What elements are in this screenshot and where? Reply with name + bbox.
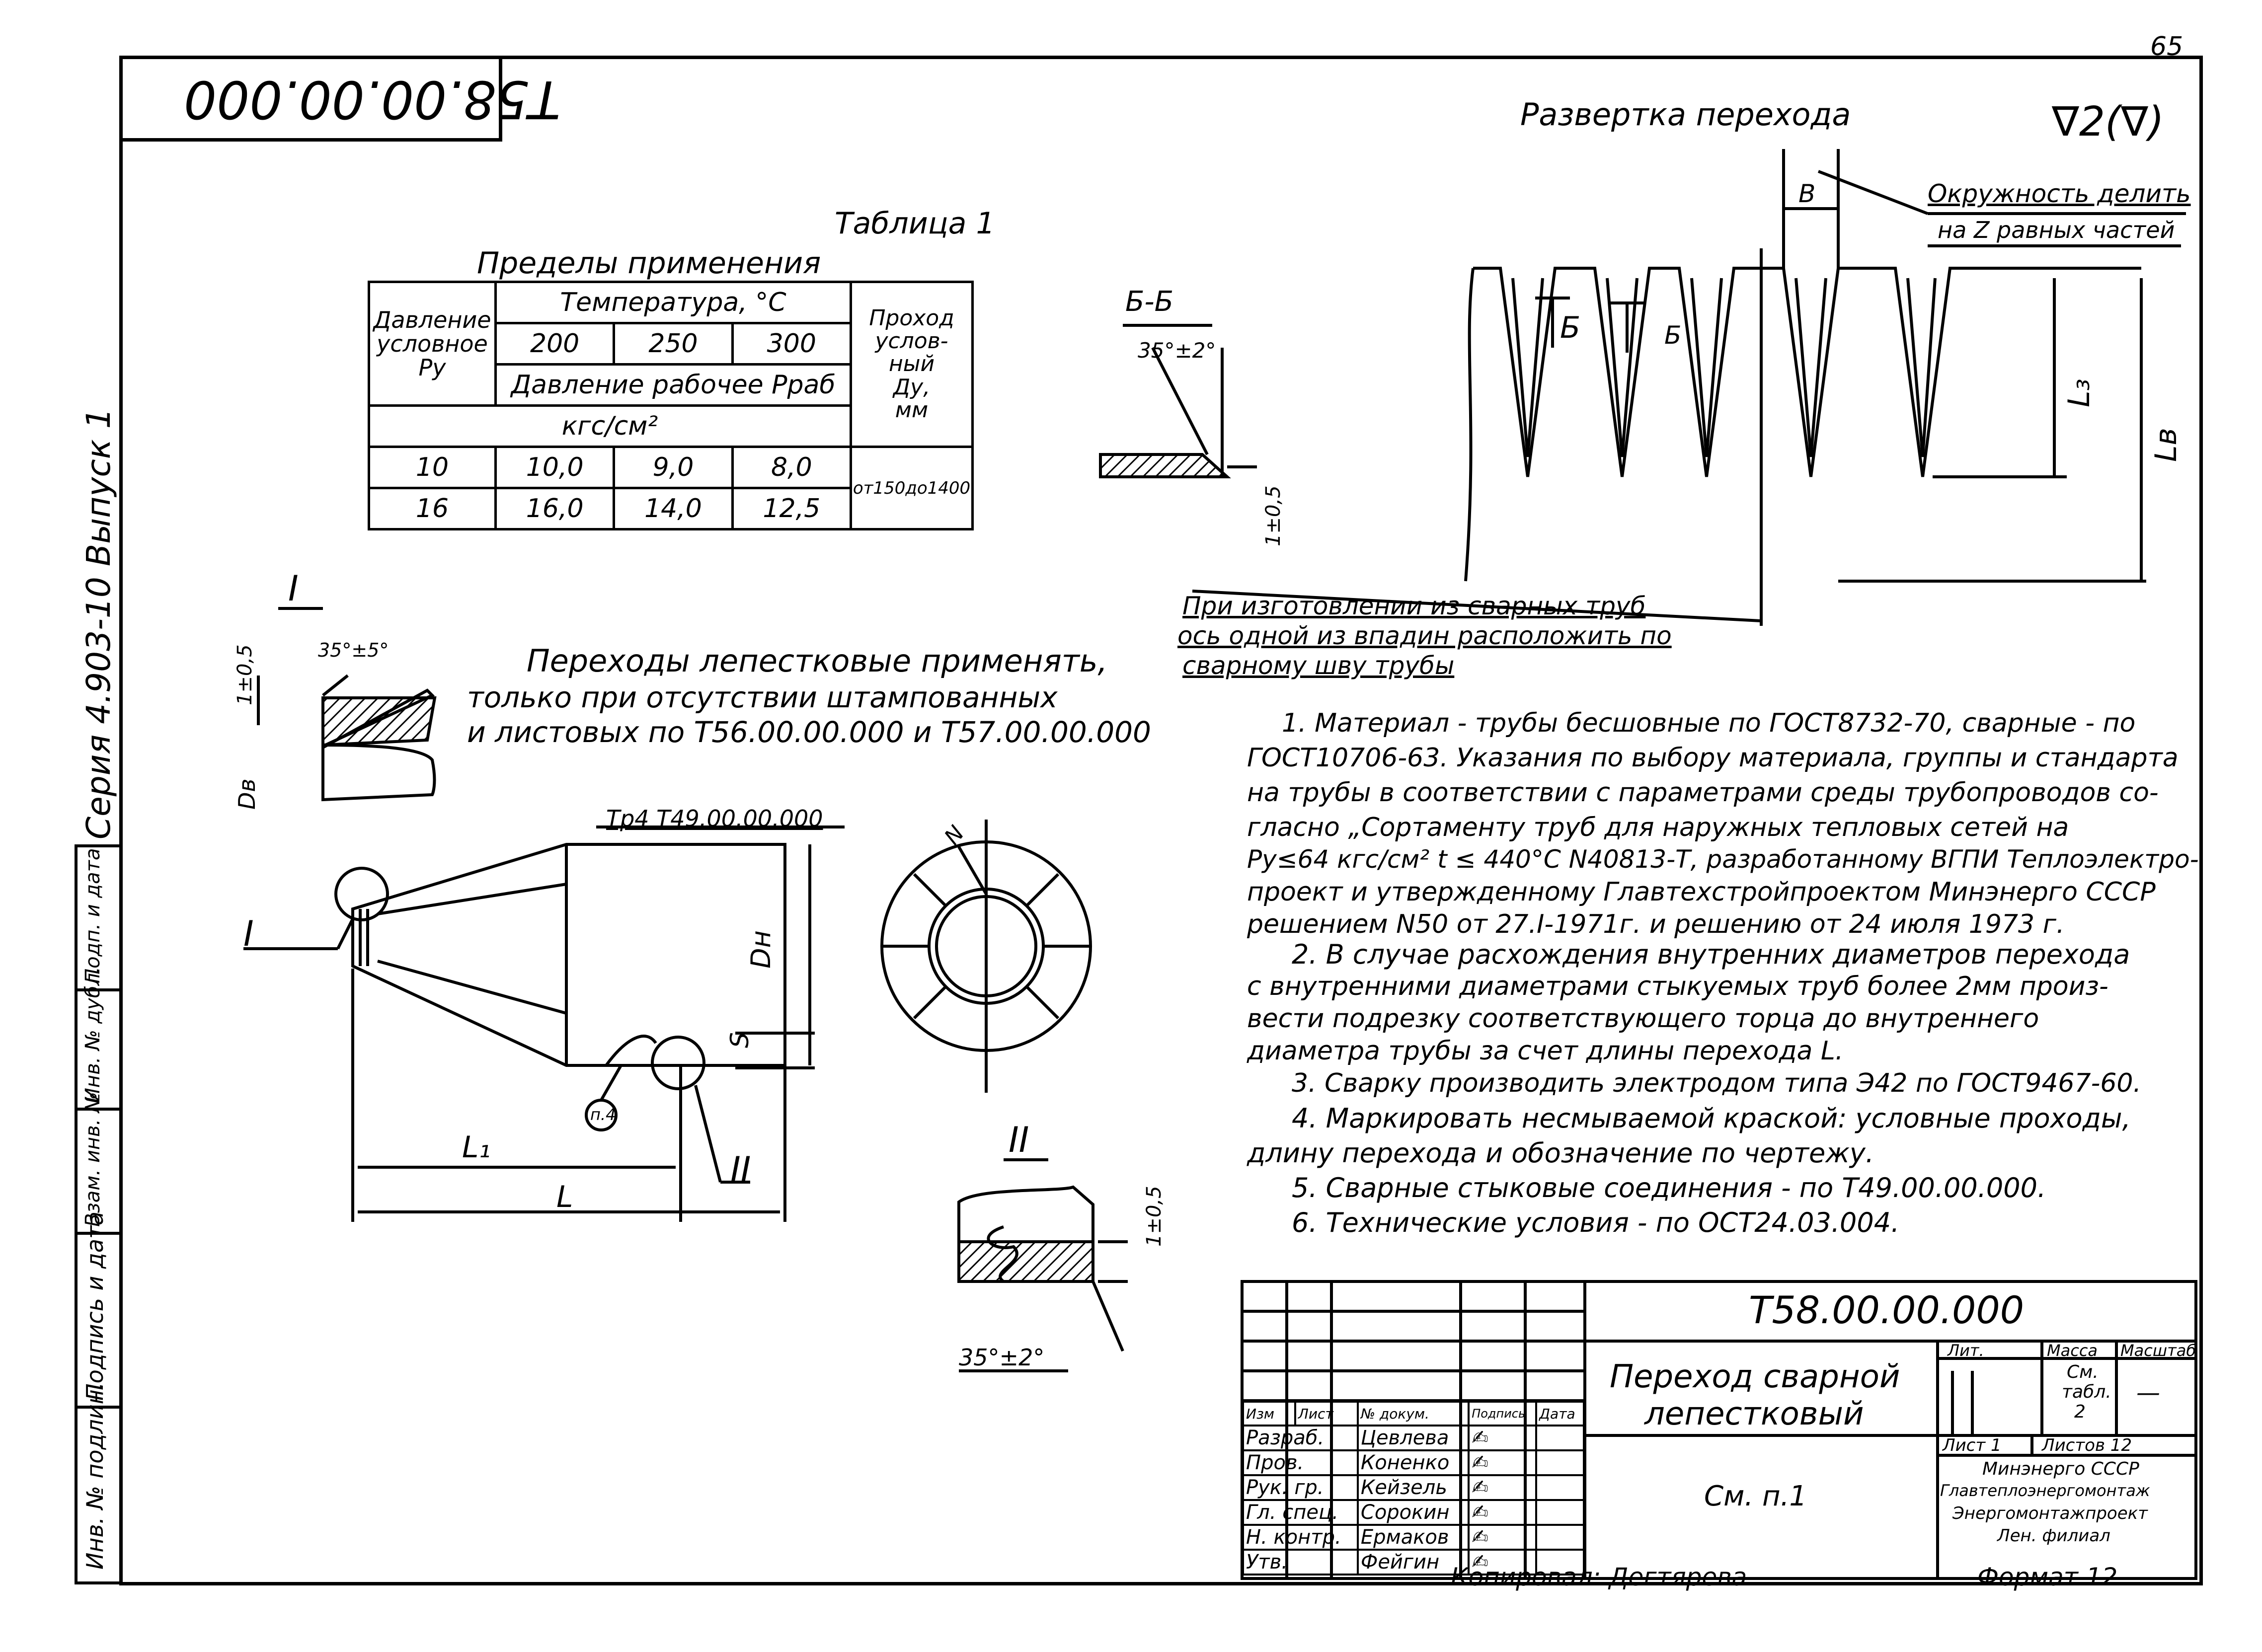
title-block-lit: Лит. [1948, 1341, 1984, 1360]
signature-mark: ✍ [1468, 1524, 1538, 1551]
dev-mark-1: Б [1560, 310, 1580, 345]
usage-note-line-2: только при отсутствии штампованных [467, 680, 1058, 714]
signature-mark: ✍ [1468, 1425, 1538, 1451]
title-block-scale-val: — [2136, 1379, 2160, 1407]
note-line: Ру≤64 кгс/см² t ≤ 440°C N40813-Т, разраб… [1247, 845, 2199, 874]
signature-table: Изм Лист № докум. Подпись Дата Разраб.Це… [1242, 1401, 1585, 1576]
title-block-name-1: Переход сварной [1610, 1358, 1900, 1395]
note-line: 6. Технические условия - по ОСТ24.03.004… [1292, 1207, 1900, 1238]
pass-range: от150до1400 [850, 446, 974, 530]
note-line: диаметра трубы за счет длины перехода L. [1247, 1036, 1844, 1066]
signature-mark: ✍ [1468, 1474, 1538, 1501]
usage-note-line-3: и листовых по Т56.00.00.000 и Т57.00.00.… [467, 715, 1151, 749]
table-row: Н. контр.Ермаков✍ [1242, 1524, 1585, 1551]
note-line: вести подрезку соответствующего торца до… [1247, 1004, 2039, 1034]
detail1-dim: 1±0,5 [234, 644, 256, 705]
format: Формат 12 [1977, 1563, 2118, 1591]
drawing-frame [119, 56, 2203, 1585]
title-block-org-1: Минэнерго СССР [1982, 1459, 2139, 1479]
note-line: 3. Сварку производить электродом типа Э4… [1292, 1068, 2142, 1098]
title-block-sheet: Лист 1 [1943, 1435, 2002, 1455]
weld-note-1: При изготовлении из сварных труб [1182, 592, 1646, 620]
title-block-see: См. п.1 [1704, 1480, 1807, 1512]
table-row: Разраб.Цевлева✍ [1242, 1425, 1585, 1451]
table-row: Пров.Коненко✍ [1242, 1449, 1585, 1476]
title-block-org-4: Лен. филиал [1997, 1526, 2110, 1546]
table-row: Рук. гр.Кейзель✍ [1242, 1474, 1585, 1501]
table-row: 16 16,0 14,0 12,5 [368, 487, 973, 530]
main-view-s: S [725, 1032, 754, 1048]
title-block-org-2: Главтеплоэнергомонтаж [1940, 1481, 2150, 1500]
copied-by: Копировал: Дегтярева [1451, 1563, 1747, 1591]
title-block-mass-val-1: См. [2067, 1362, 2099, 1382]
detail2-angle: 35°±2° [959, 1344, 1045, 1371]
note-line: 5. Сварные стыковые соединения - по Т49.… [1292, 1172, 2046, 1203]
main-view-callout-1: I [243, 913, 254, 954]
work-pressure-header: Давление рабочее Рраб [494, 363, 852, 407]
main-view-dn: Dн [745, 930, 777, 969]
section-bb-label: Б-Б [1125, 286, 1174, 318]
development-title: Развертка перехода [1520, 96, 1851, 133]
main-view-l1: L₁ [462, 1130, 491, 1165]
dev-b-sect: Б [1664, 321, 1682, 350]
title-block-mass-val-2: табл. [2062, 1382, 2111, 1402]
dev-lv: Lв [2149, 428, 2184, 462]
note-line: ГОСТ10706-63. Указания по выбору материа… [1247, 743, 2179, 773]
header-stamp-box [121, 59, 502, 142]
detail2-label: II [1009, 1120, 1029, 1160]
title-block-sheets: Листов 12 [2042, 1435, 2132, 1455]
limits-table: Давление условное Ру Температура, °С Про… [368, 281, 974, 530]
signature-mark: ✍ [1468, 1499, 1538, 1526]
detail1-angle: 35°±5° [318, 639, 389, 661]
detail1-label: I [288, 568, 299, 609]
dev-l3: L₃ [2062, 378, 2097, 407]
main-view-callout-2: II [730, 1149, 751, 1190]
note-line: с внутренними диаметрами стыкуемых труб … [1247, 972, 2108, 1001]
table-row: Гл. спец.Сорокин✍ [1242, 1499, 1585, 1526]
signature-mark: ✍ [1468, 1549, 1538, 1576]
side-stamp-box [75, 844, 122, 1584]
main-view-l: L [556, 1180, 573, 1214]
note-line: на трубы в соответствии с параметрами ср… [1247, 778, 2159, 808]
title-block-scale: Масштаб [2120, 1341, 2196, 1360]
usage-note-line-1: Переходы лепестковые применять, [527, 643, 1108, 679]
page-number: 65 [2150, 32, 2184, 62]
weld-note-2: ось одной из впадин расположить по [1177, 621, 1672, 650]
weld-note-3: сварному шву трубы [1182, 651, 1455, 680]
note-line: длину перехода и обозначение по чертежу. [1247, 1137, 1874, 1169]
table-row: Утв.Фейгин✍ [1242, 1549, 1585, 1576]
note-line: 2. В случае расхождения внутренних диаме… [1292, 939, 2130, 970]
table-row: 10 10,0 9,0 8,0 от150до1400 [368, 446, 974, 530]
table1-caption: Таблица 1 [835, 206, 995, 241]
unit-header: кгс/см² [368, 404, 852, 448]
section-bb-angle: 35°±2° [1138, 338, 1216, 363]
title-block-name-2: лепестковый [1644, 1396, 1864, 1432]
note-line: 1. Материал - трубы бесшовные по ГОСТ873… [1282, 708, 2136, 738]
title-block-mass: Масса [2047, 1341, 2098, 1360]
note-line: гласно „Сортаменту труб для наружных теп… [1247, 813, 2069, 842]
temp-header: Температура, °С [494, 281, 852, 324]
detail2-dim: 1±0,5 [1143, 1186, 1166, 1247]
title-block-org-3: Энергомонтажпроект [1952, 1503, 2148, 1523]
title-block-code: Т58.00.00.000 [1749, 1288, 2025, 1332]
roughness: ∇2(∇) [2052, 98, 2164, 146]
section-bb-dim: 1±0,5 [1262, 485, 1285, 546]
dev-b: В [1798, 179, 1816, 208]
note-line: проект и утвержденному Главтехстройпроек… [1247, 877, 2156, 907]
main-view-ref: Тр4 Т49.00.00.000 [606, 805, 823, 832]
note-line: 4. Маркировать несмываемой краской: усло… [1292, 1103, 2131, 1134]
dev-circ-note-2: на Z равных частей [1938, 217, 2175, 243]
dev-circ-note-1: Окружность делить [1928, 179, 2191, 208]
table1-title: Пределы применения [477, 246, 821, 281]
detail1-d: Dв [234, 778, 260, 810]
title-block-mass-val-3: 2 [2074, 1402, 2086, 1422]
main-view-mark: п.4 [590, 1105, 616, 1124]
note-line: решением N50 от 27.I-1971г. и решению от… [1247, 909, 2065, 939]
signature-mark: ✍ [1468, 1449, 1538, 1476]
